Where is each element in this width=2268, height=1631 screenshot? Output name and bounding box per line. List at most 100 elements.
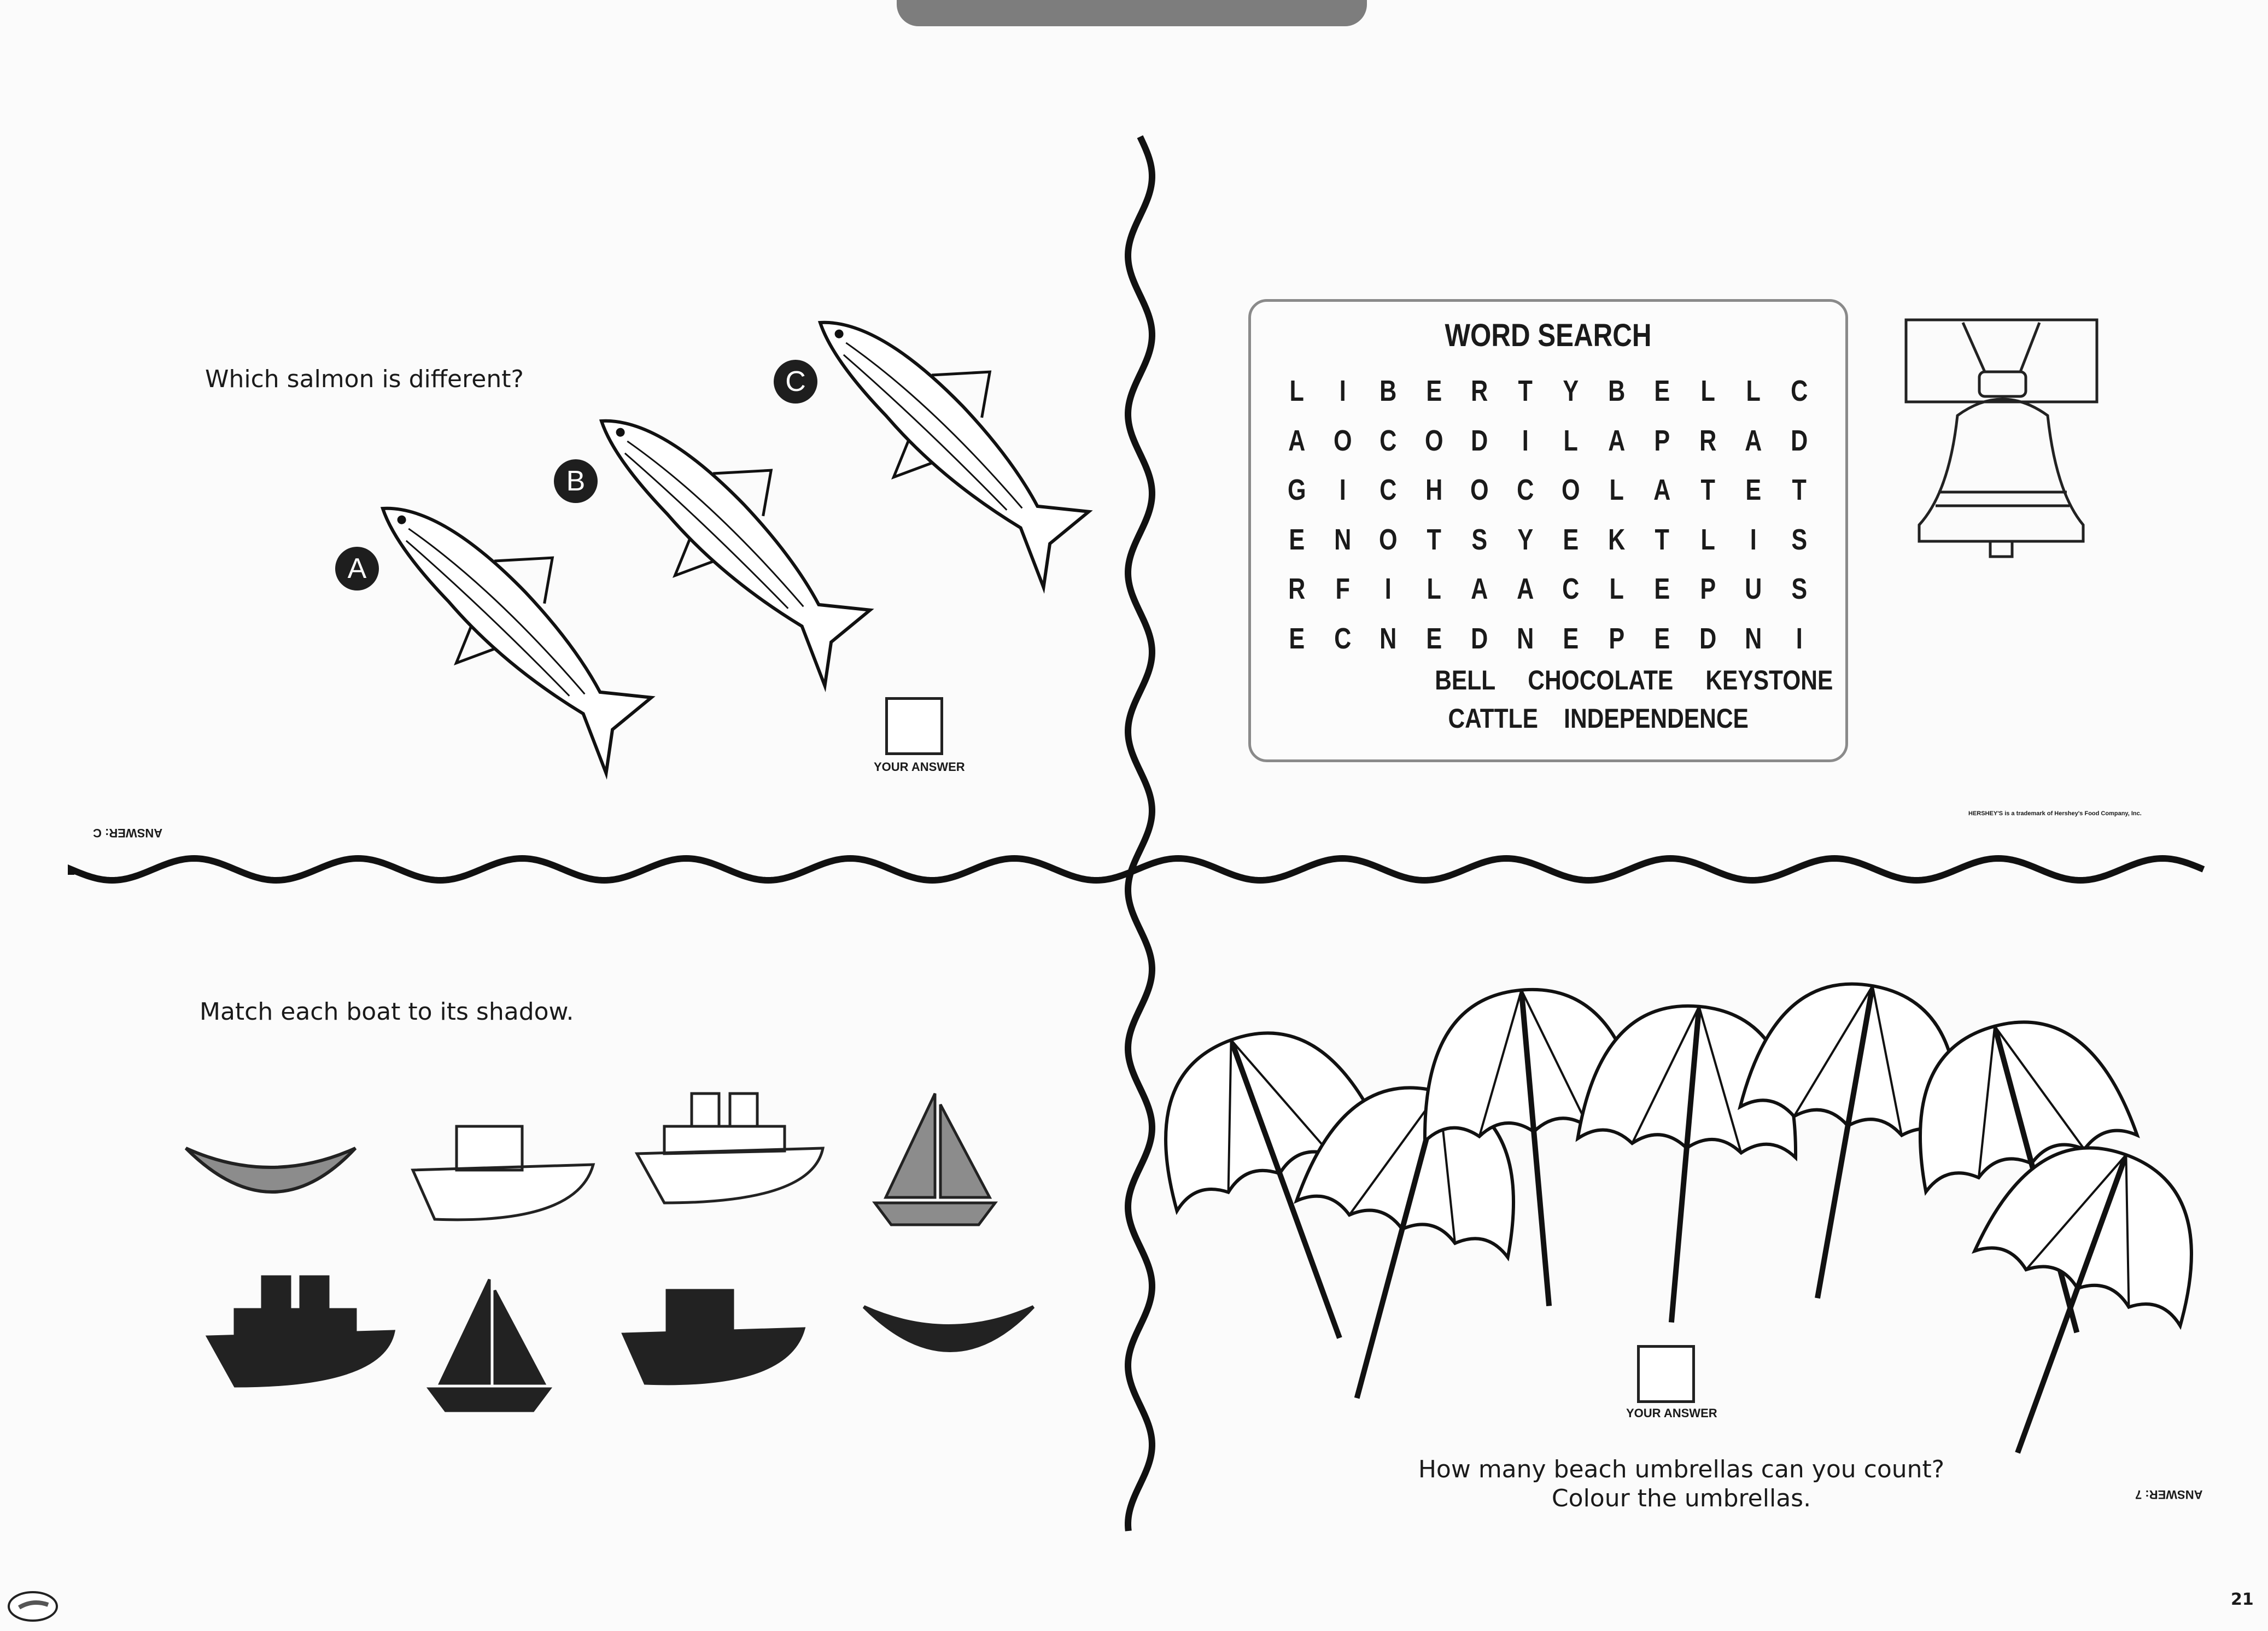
grid-letter[interactable]: I [1339, 473, 1346, 506]
grid-letter[interactable]: F [1335, 572, 1350, 605]
grid-letter[interactable]: T [1792, 473, 1807, 506]
grid-letter[interactable]: O [1424, 424, 1443, 457]
grid-letter[interactable]: I [1750, 523, 1757, 556]
grid-letter[interactable]: K [1608, 523, 1625, 556]
umbrella-canopy [1919, 1020, 2140, 1196]
grid-letter[interactable]: R [1288, 572, 1306, 605]
grid-letter[interactable]: O [1470, 473, 1489, 506]
grid-letter[interactable]: Y [1563, 375, 1579, 407]
boats-illustrations [184, 1092, 1035, 1412]
salmon-answer-box[interactable] [885, 697, 943, 755]
grid-letter[interactable]: E [1289, 523, 1305, 556]
grid-letter[interactable]: A [1745, 424, 1762, 457]
grid-letter[interactable]: D [1471, 622, 1488, 655]
grid-letter[interactable]: B [1379, 375, 1397, 407]
salmon-question: Which salmon is different? [205, 365, 524, 393]
salmon-stripe [624, 440, 804, 609]
grid-letter[interactable]: H [1425, 473, 1442, 506]
grid-letter[interactable]: E [1425, 375, 1442, 407]
grid-letter[interactable]: O [1561, 473, 1580, 506]
top-tab [897, 0, 1367, 26]
grid-letter[interactable]: A [1608, 424, 1625, 457]
grid-letter[interactable]: E [1654, 572, 1670, 605]
grid-letter[interactable]: O [1333, 424, 1352, 457]
word-search-title: WORD SEARCH [1445, 318, 1652, 353]
grid-letter[interactable]: A [1516, 572, 1534, 605]
grid-letter[interactable]: A [1471, 572, 1488, 605]
grid-letter[interactable]: I [1796, 622, 1803, 655]
umbrella-pole [1354, 1096, 1441, 1399]
grid-letter[interactable]: O [1378, 523, 1398, 556]
salmon-fin [454, 556, 554, 666]
grid-letter[interactable]: L [1700, 523, 1715, 556]
grid-letter[interactable]: L [1289, 375, 1304, 407]
grid-letter[interactable]: S [1471, 523, 1488, 556]
umbrella-icon [1737, 982, 1959, 1299]
salmon-stripe [843, 342, 1023, 511]
grid-letter[interactable]: P [1699, 572, 1716, 605]
umbrella-canopy [1575, 1004, 1798, 1162]
grid-letter[interactable]: B [1608, 375, 1625, 407]
boats-question: Match each boat to its shadow. [200, 998, 574, 1026]
grid-letter[interactable]: E [1563, 622, 1579, 655]
grid-letter[interactable]: R [1699, 424, 1716, 457]
grid-letter[interactable]: C [1562, 572, 1580, 605]
grid-letter[interactable]: T [1427, 523, 1441, 556]
grid-letter[interactable]: C [1790, 375, 1808, 407]
grid-letter[interactable]: A [1653, 473, 1671, 506]
grid-letter[interactable]: I [1339, 375, 1346, 407]
grid-letter[interactable]: C [1334, 622, 1351, 655]
grid-letter[interactable]: E [1563, 523, 1579, 556]
grid-letter[interactable]: E [1425, 622, 1442, 655]
umbrella-pole [1519, 995, 1552, 1306]
umbrella-canopy [1294, 1086, 1515, 1262]
grid-letter[interactable]: N [1334, 523, 1351, 556]
grid-letter[interactable]: U [1745, 572, 1762, 605]
grid-letter[interactable]: I [1522, 424, 1529, 457]
grid-letter[interactable]: E [1745, 473, 1762, 506]
word-independence: INDEPENDENCE [1564, 703, 1749, 734]
grid-letter[interactable]: G [1287, 473, 1306, 506]
grid-letter[interactable]: P [1654, 424, 1670, 457]
grid-letter[interactable]: E [1289, 622, 1305, 655]
salmon-body [380, 506, 656, 780]
salmon-icon [599, 419, 874, 692]
grid-letter[interactable]: C [1379, 424, 1397, 457]
grid-letter[interactable]: N [1379, 622, 1397, 655]
grid-letter[interactable]: L [1700, 375, 1715, 407]
steamship-boat [634, 1092, 825, 1205]
word-keystone: KEYSTONE [1705, 665, 1833, 695]
horizontal-wavy-divider [68, 855, 2205, 884]
grid-letter[interactable]: N [1516, 622, 1534, 655]
grid-letter[interactable]: N [1745, 622, 1762, 655]
umbrella-pole [1668, 1012, 1702, 1323]
grid-letter[interactable]: I [1384, 572, 1392, 605]
salmon-upside-down-answer: ANSWER: C [93, 826, 163, 840]
grid-letter[interactable]: S [1791, 523, 1807, 556]
grid-letter[interactable]: D [1790, 424, 1808, 457]
grid-letter[interactable]: S [1791, 572, 1807, 605]
grid-letter[interactable]: T [1518, 375, 1533, 407]
grid-letter[interactable]: L [1609, 473, 1624, 506]
umbrella-answer-box[interactable] [1637, 1345, 1695, 1403]
grid-letter[interactable]: D [1471, 424, 1488, 457]
trademark-notice: HERSHEY'S is a trademark of Hershey's Fo… [1968, 810, 2142, 817]
grid-letter[interactable]: E [1654, 375, 1670, 407]
grid-letter[interactable]: L [1609, 572, 1624, 605]
grid-letter[interactable]: P [1608, 622, 1624, 655]
grid-letter[interactable]: L [1746, 375, 1761, 407]
vertical-wavy-divider [1125, 135, 1155, 1531]
umbrella-canopy [1971, 1146, 2193, 1330]
umbrella-pole [1230, 1044, 1342, 1339]
grid-letter[interactable]: T [1700, 473, 1715, 506]
grid-letter[interactable]: E [1654, 622, 1670, 655]
grid-letter[interactable]: T [1655, 523, 1669, 556]
grid-letter[interactable]: C [1516, 473, 1534, 506]
grid-letter[interactable]: R [1471, 375, 1488, 407]
grid-letter[interactable]: Y [1517, 523, 1533, 556]
grid-letter[interactable]: C [1379, 473, 1397, 506]
grid-letter[interactable]: D [1699, 622, 1716, 655]
grid-letter[interactable]: L [1427, 572, 1441, 605]
grid-letter[interactable]: A [1288, 424, 1306, 457]
grid-letter[interactable]: L [1563, 424, 1578, 457]
